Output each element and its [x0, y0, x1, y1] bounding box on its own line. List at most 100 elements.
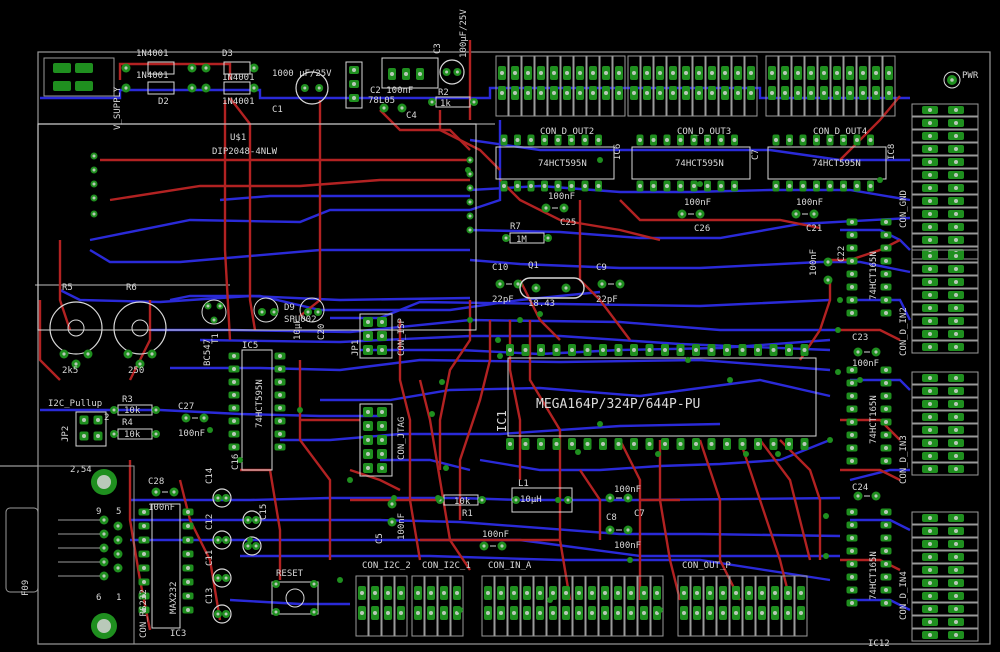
terminal-cell [911, 410, 979, 424]
pad-hole [809, 91, 813, 95]
label-c22-val: 100nF [809, 249, 819, 276]
pad-hole [695, 611, 699, 615]
label-con-in3: CON_D_IN3 [899, 435, 909, 484]
pad-hole [710, 91, 714, 95]
pad-hole [569, 138, 574, 142]
pad-hole [783, 91, 787, 95]
pad-hole [74, 362, 78, 366]
label-sub-6: 6 [96, 593, 101, 603]
pad-hole [126, 352, 130, 356]
pad-hole [928, 332, 932, 336]
pad-hole [525, 591, 529, 595]
connector-con-d-out3 [627, 55, 758, 117]
pad-hole [954, 134, 958, 138]
via [555, 497, 561, 503]
pad [53, 63, 71, 73]
pad-hole [740, 348, 745, 352]
via [537, 311, 543, 317]
diode-body [147, 61, 175, 75]
pad-hole [601, 442, 605, 446]
terminal-cell [911, 397, 979, 411]
pad-hole [856, 350, 860, 354]
pad-hole [468, 172, 472, 176]
max232-body [151, 503, 181, 629]
terminal-cell [653, 55, 667, 117]
pad-hole [734, 591, 738, 595]
label-con-in-a: CON_IN_A [488, 561, 532, 571]
pad-hole [954, 306, 958, 310]
pad-hole [316, 310, 320, 314]
pad-hole [884, 588, 888, 592]
pad-hole [386, 611, 390, 615]
pad-hole [539, 442, 543, 446]
pad-hole [500, 544, 504, 548]
terminal-cell [911, 288, 979, 302]
pad-hole [416, 591, 420, 595]
via [697, 181, 703, 187]
pad-hole [809, 71, 813, 75]
pad-hole [928, 594, 932, 598]
pad-hole [399, 611, 403, 615]
pad-hole [850, 459, 854, 463]
label-u1-pkg: DIP2048-4NLW [212, 147, 278, 157]
terminal-cell [911, 327, 979, 341]
connector-con-i2c-1 [411, 575, 464, 637]
vias [207, 157, 883, 613]
label-c28: C28 [148, 477, 164, 487]
via [337, 577, 343, 583]
u1-module [37, 123, 477, 331]
pad-hole [632, 91, 636, 95]
pad-hole [647, 442, 652, 446]
terminal-cell [911, 340, 979, 354]
pad-hole [569, 184, 574, 188]
label-ic7: 74HCT595N [675, 159, 724, 169]
label-c21: C21 [806, 224, 822, 234]
pad-hole [770, 71, 774, 75]
label-con-out4: CON_D_OUT4 [813, 127, 867, 137]
pad-hole [632, 442, 636, 446]
pad-hole [272, 310, 276, 314]
pad-hole [954, 542, 958, 546]
pad-hole [796, 71, 800, 75]
pad-hole [514, 498, 518, 502]
pad-hole [928, 121, 932, 125]
pad-hole [680, 212, 684, 216]
pad-hole [783, 71, 787, 75]
pad-hole [884, 368, 888, 372]
pad-hole [773, 591, 777, 595]
pad-hole [603, 611, 607, 615]
terminal-cell [560, 55, 574, 117]
label-i2c-pullup: I2C_Pullup [48, 399, 102, 409]
pad-hole [814, 138, 819, 142]
terminal-cell [781, 575, 795, 637]
pad-hole [82, 434, 86, 438]
pad-hole [278, 445, 282, 449]
label-con-out2: CON_D_OUT2 [540, 127, 594, 137]
label-c26: C26 [694, 224, 710, 234]
pad-hole [190, 66, 194, 70]
label-u1: U$1 [230, 133, 246, 143]
pad-hole [868, 138, 873, 142]
pad-hole [710, 71, 714, 75]
pad-hole [928, 454, 932, 458]
pad-hole [629, 591, 633, 595]
pad-hole [841, 138, 846, 142]
pad-hole [802, 442, 807, 446]
ic5-body [241, 349, 273, 471]
pad-hole [786, 611, 790, 615]
pad-hole [232, 445, 236, 449]
terminal-cell [911, 371, 979, 385]
label-jp1: JP1 [351, 340, 361, 356]
terminal-cell [355, 575, 369, 637]
pad-hole [190, 86, 194, 90]
terminal-cell [911, 628, 979, 642]
pad-hole [682, 611, 686, 615]
pad-hole [725, 442, 729, 446]
pad-hole [928, 345, 932, 349]
pad-hole [92, 154, 96, 158]
pad-hole [600, 282, 604, 286]
q1-crystal [519, 277, 585, 299]
pad-hole [366, 320, 370, 324]
pad-hole [516, 282, 520, 286]
pad-hole [278, 380, 282, 384]
